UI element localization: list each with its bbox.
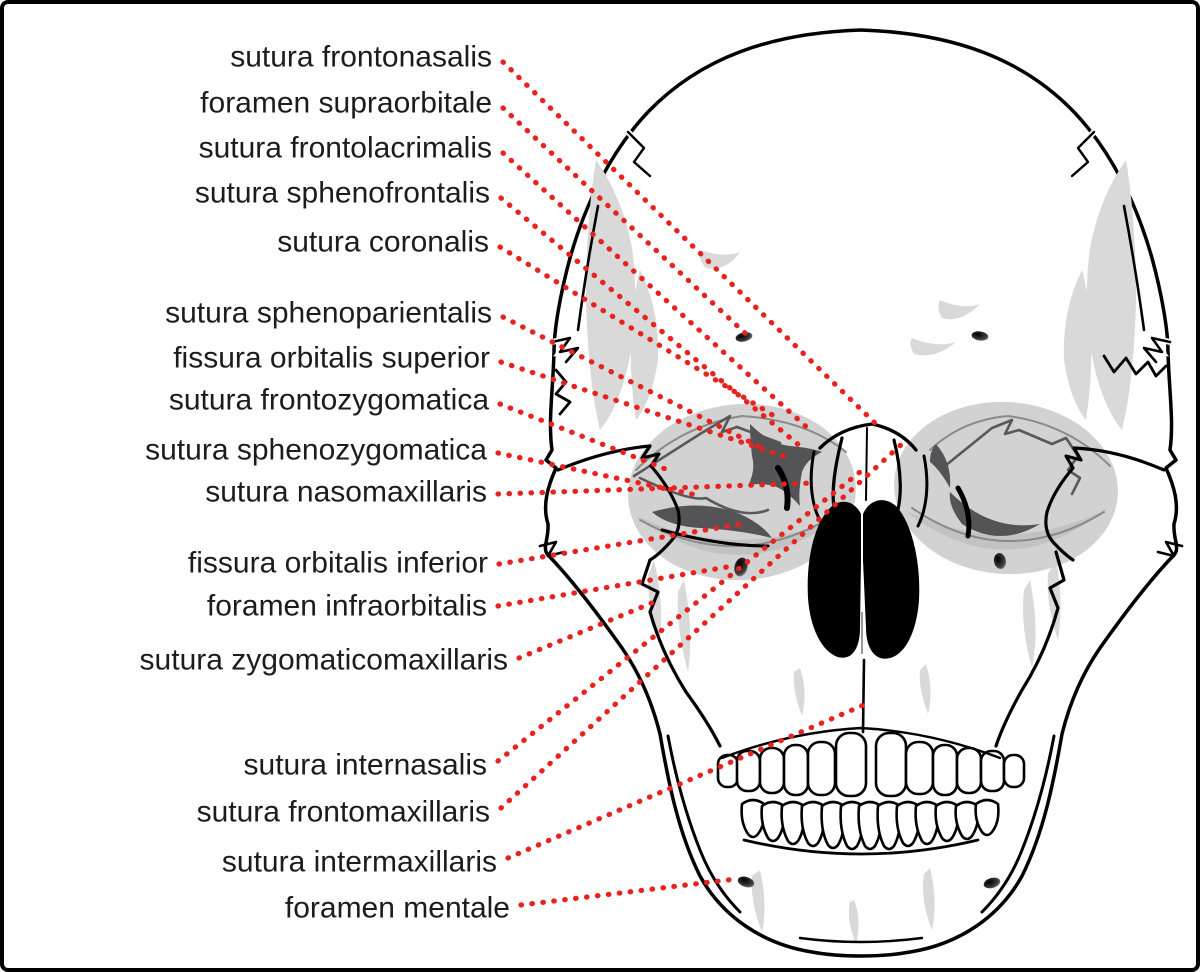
- teeth-lower: [740, 798, 1000, 851]
- superior-orbital-fissure-left: [748, 424, 822, 506]
- temporal-shading-right-inner: [1063, 270, 1092, 420]
- lower-gum-line: [742, 838, 980, 856]
- supraorbital-foramen-right: [971, 331, 989, 341]
- annotation-sutura-sphenofrontalis: sutura sphenofrontalis: [195, 177, 803, 449]
- upper-gum-line: [720, 726, 1002, 760]
- mandible-line-right: [980, 734, 1056, 914]
- cheek-streak-right2: [1023, 580, 1036, 668]
- anatomy-label: sutura frontozygomatica: [169, 384, 489, 417]
- annotation-fissura-orbitalis-superior: fissura orbitalis superior: [173, 342, 792, 461]
- maxilla-line-right: [994, 550, 1066, 748]
- annotation-foramen-supraorbitale: foramen supraorbitale: [200, 87, 749, 337]
- anatomy-label: sutura sphenozygomatica: [145, 434, 487, 467]
- annotation-sutura-nasomaxillaris: sutura nasomaxillaris: [205, 476, 817, 509]
- anatomy-label: fissura orbitalis inferior: [188, 547, 488, 580]
- infraorbital-foramen-right: [993, 553, 1007, 569]
- anatomy-label: sutura zygomaticomaxillaris: [140, 644, 508, 677]
- temporal-shading-left-inner: [630, 270, 659, 420]
- anatomy-label: sutura sphenofrontalis: [195, 177, 490, 210]
- annotation-fissura-orbitalis-inferior: fissura orbitalis inferior: [188, 521, 745, 580]
- leader-line: [500, 59, 879, 427]
- leader-line: [497, 401, 676, 475]
- anatomy-label: sutura sphenoparientalis: [165, 297, 492, 330]
- chin-streak: [848, 900, 859, 944]
- leader-line: [495, 480, 817, 497]
- skull-illustration: [538, 28, 1184, 958]
- leader-line: [495, 450, 704, 499]
- mental-foramen-left: [737, 876, 755, 888]
- orbit-right: [894, 401, 1118, 575]
- inferior-orbital-fissure-left: [652, 505, 772, 538]
- teeth-upper: [716, 731, 1026, 798]
- nasal-region: [807, 422, 929, 734]
- annotation-sutura-coronalis: sutura coronalis: [277, 226, 782, 422]
- leader-line: [498, 359, 792, 461]
- annotation-sutura-intermaxillaris: sutura intermaxillaris: [222, 701, 869, 879]
- annotation-sutura-internasalis: sutura internasalis: [244, 469, 863, 782]
- annotation-sutura-sphenoparientalis: sutura sphenoparientalis: [165, 297, 769, 453]
- leader-line: [496, 521, 745, 567]
- jaw-streak-right: [923, 868, 935, 930]
- mental-foramen-right: [983, 877, 1001, 889]
- leader-line: [516, 597, 662, 661]
- anatomy-label: fissura orbitalis superior: [173, 342, 490, 375]
- leader-line: [497, 244, 782, 422]
- leader-line: [500, 150, 815, 435]
- annotation-foramen-infraorbitalis: foramen infraorbitalis: [207, 563, 736, 623]
- anatomy-label: sutura frontolacrimalis: [199, 132, 492, 165]
- annotation-sutura-frontomaxillaris: sutura frontomaxillaris: [197, 440, 906, 829]
- leader-line: [498, 195, 803, 449]
- leader-line: [505, 701, 869, 861]
- chin-line: [798, 936, 924, 944]
- leader-line: [500, 105, 749, 337]
- zygomatic-right: [1044, 446, 1166, 562]
- brow-accent-left: [699, 250, 740, 269]
- cheek-streak-left2: [677, 580, 691, 672]
- medial-fissure-right: [930, 444, 951, 488]
- annotation-sutura-sphenozygomatica: sutura sphenozygomatica: [145, 434, 704, 499]
- annotation-sutura-frontozygomatica: sutura frontozygomatica: [169, 384, 676, 475]
- jaw-streak-left: [751, 870, 765, 932]
- subnasal-streak-right: [919, 664, 931, 714]
- zygomatic-left: [556, 444, 681, 562]
- brow-accent-right1: [938, 300, 980, 320]
- mandible-line-left: [666, 734, 742, 914]
- anatomy-label: foramen infraorbitalis: [207, 590, 487, 623]
- annotation-sutura-frontonasalis: sutura frontonasalis: [230, 41, 879, 427]
- inferior-fissure-right: [949, 492, 1040, 536]
- leader-line: [495, 563, 736, 609]
- maxilla-line-left: [640, 558, 722, 748]
- leader-line: [498, 440, 906, 811]
- annotation-sutura-frontolacrimalis: sutura frontolacrimalis: [199, 132, 815, 435]
- leader-line: [518, 876, 739, 908]
- brow-accent-right2: [910, 338, 956, 356]
- anatomy-label: sutura frontonasalis: [230, 41, 492, 74]
- anatomy-label: sutura internasalis: [244, 749, 487, 782]
- anatomy-label: sutura coronalis: [277, 226, 489, 259]
- subnasal-streak-left: [793, 668, 805, 716]
- annotation-foramen-mentale: foramen mentale: [285, 876, 739, 925]
- temporal-shading-left: [586, 160, 636, 430]
- anatomy-label: foramen mentale: [285, 892, 510, 925]
- anatomy-label: sutura frontomaxillaris: [197, 796, 490, 829]
- nasal-aperture: [807, 500, 920, 659]
- annotation-sutura-zygomaticomaxillaris: sutura zygomaticomaxillaris: [140, 597, 662, 677]
- annotations: sutura frontonasalis foramen supraorbital…: [140, 41, 906, 925]
- supraorbital-foramen-left: [735, 332, 753, 342]
- anatomy-label: sutura intermaxillaris: [222, 846, 497, 879]
- anatomy-label: sutura nasomaxillaris: [205, 476, 487, 509]
- anatomy-label: foramen supraorbitale: [200, 87, 492, 120]
- leader-line: [495, 469, 863, 764]
